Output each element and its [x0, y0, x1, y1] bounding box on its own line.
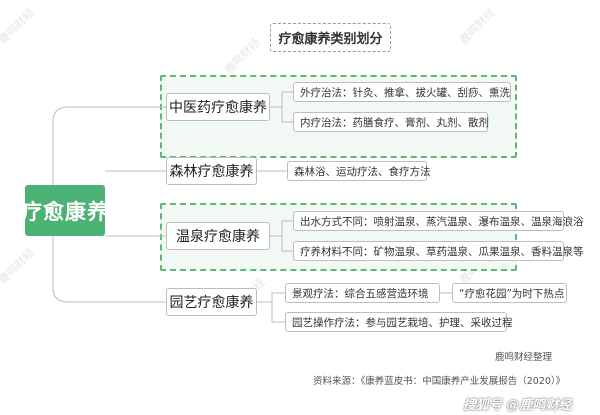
leaf-spa-materials: 疗养材料不同：矿物温泉、草药温泉、瓜果温泉、香料温泉等: [293, 241, 584, 261]
leaf-internal-therapy: 内疗治法：药膳食疗、膏剂、丸剂、散剂: [293, 112, 489, 132]
brand-watermark: 搜狐号 @鹿鸣财经: [463, 398, 572, 413]
category-hot-spring: 温泉疗愈康养: [166, 222, 270, 250]
leaf-external-therapy: 外疗治法：针灸、推拿、拔火罐、刮痧、熏洗: [293, 82, 511, 102]
leaf-healing-garden: “疗愈花园”为时下热点: [452, 283, 567, 303]
category-horticulture: 园艺疗愈康养: [166, 288, 257, 316]
leaf-water-outflow: 出水方式不同：喷射温泉、蒸汽温泉、瀑布温泉、温泉海浪浴: [293, 211, 584, 231]
leaf-landscape-therapy: 景观疗法：综合五感营造环境: [285, 283, 440, 303]
leaf-forest-methods: 森林浴、运动疗法、食疗方法: [287, 161, 431, 181]
root-node: 疗愈康养: [21, 185, 108, 236]
credit-note: 鹿鸣财经整理: [495, 352, 553, 363]
category-tcm: 中医药疗愈康养: [166, 93, 270, 121]
category-forest: 森林疗愈康养: [166, 157, 257, 185]
source-note: 资料来源：《康养蓝皮书：中国康养产业发展报告（2020）》: [313, 376, 566, 387]
diagram-title: 疗愈康养类别划分: [270, 23, 391, 52]
leaf-gardening-operation: 园艺操作疗法：参与园艺栽培、护理、采收过程: [285, 312, 513, 332]
